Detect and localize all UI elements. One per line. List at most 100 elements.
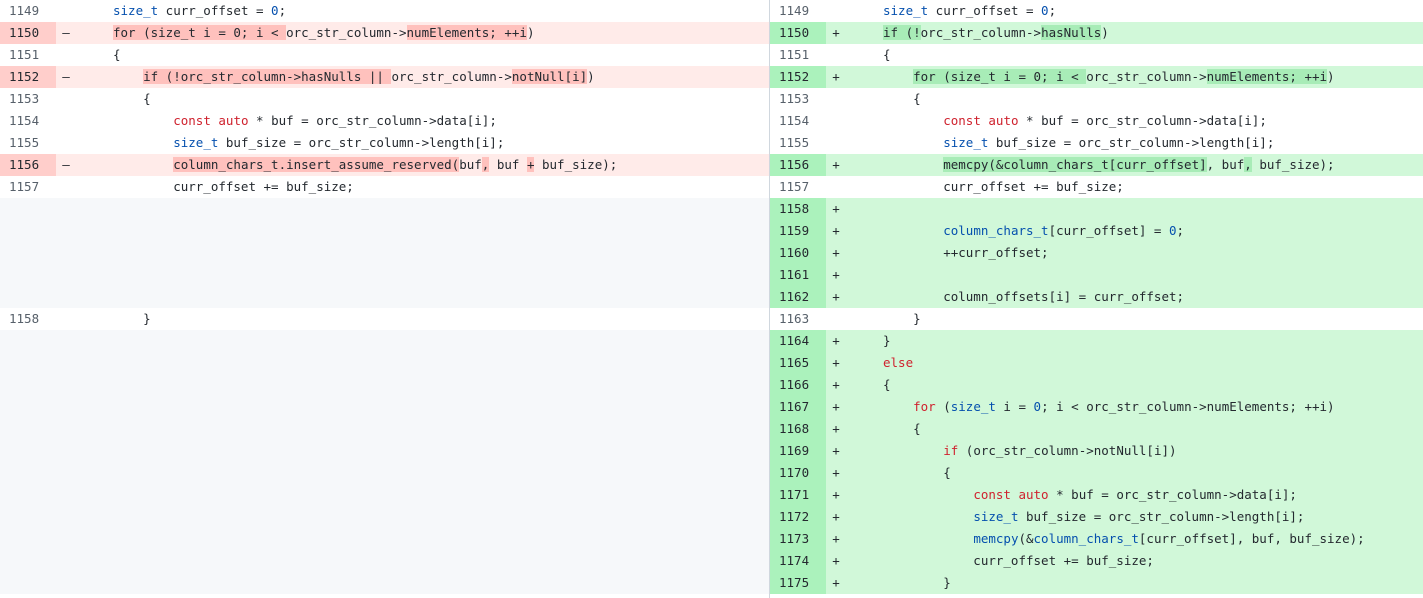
line-number[interactable]: 1165 <box>770 352 826 374</box>
code-token: { <box>113 47 121 62</box>
line-number[interactable]: 1157 <box>0 176 56 198</box>
diff-row: 1161+ <box>770 264 1423 286</box>
line-number[interactable] <box>0 374 56 396</box>
diff-row: 1153 { <box>0 88 769 110</box>
diff-row <box>0 506 769 528</box>
line-number[interactable]: 1149 <box>0 0 56 22</box>
line-number[interactable]: 1170 <box>770 462 826 484</box>
code-token: + <box>526 157 535 172</box>
diff-row <box>0 440 769 462</box>
line-number[interactable]: 1155 <box>770 132 826 154</box>
diff-row <box>0 462 769 484</box>
line-number[interactable]: 1174 <box>770 550 826 572</box>
line-number[interactable] <box>0 484 56 506</box>
line-number[interactable]: 1173 <box>770 528 826 550</box>
line-number[interactable] <box>0 198 56 220</box>
diff-row: 1173+ memcpy(&column_chars_t[curr_offset… <box>770 528 1423 550</box>
line-number[interactable]: 1158 <box>770 198 826 220</box>
diff-row <box>0 418 769 440</box>
line-number[interactable]: 1150 <box>0 22 56 44</box>
code-token: ; <box>278 3 287 18</box>
line-number[interactable]: 1150 <box>770 22 826 44</box>
line-number[interactable] <box>0 330 56 352</box>
diff-row: 1170 + { <box>770 462 1423 484</box>
diff-row: 1154 const auto * buf = orc_str_column->… <box>770 110 1423 132</box>
code-line <box>76 352 769 374</box>
code-token: auto <box>1018 487 1049 502</box>
line-number[interactable] <box>0 440 56 462</box>
line-number[interactable]: 1172 <box>770 506 826 528</box>
diff-row: 1151 { <box>770 44 1423 66</box>
line-number[interactable]: 1168 <box>770 418 826 440</box>
diff-marker: + <box>832 355 840 370</box>
line-number[interactable] <box>0 528 56 550</box>
line-number[interactable]: 1164 <box>770 330 826 352</box>
line-number[interactable]: 1162 <box>770 286 826 308</box>
code-token: orc_str_column-> <box>391 69 512 84</box>
diff-marker: + <box>832 465 840 480</box>
line-number[interactable] <box>0 462 56 484</box>
code-token: column_chars_t.insert_assume_reserved( <box>173 157 460 172</box>
line-number[interactable]: 1158 <box>0 308 56 330</box>
line-number[interactable]: 1159 <box>770 220 826 242</box>
code-token: ) <box>1101 25 1109 40</box>
line-number[interactable]: 1149 <box>770 0 826 22</box>
line-number[interactable]: 1156 <box>770 154 826 176</box>
line-number[interactable] <box>0 286 56 308</box>
line-number[interactable]: 1157 <box>770 176 826 198</box>
line-number[interactable] <box>0 242 56 264</box>
code-line <box>76 330 769 352</box>
code-line: size_t curr_offset = 0; <box>846 0 1423 22</box>
line-number[interactable] <box>0 550 56 572</box>
code-token: for (size_t i = 0; i < <box>913 69 1087 84</box>
code-token: { <box>883 47 891 62</box>
line-number[interactable]: 1151 <box>770 44 826 66</box>
line-number[interactable]: 1156 <box>0 154 56 176</box>
line-number[interactable] <box>0 352 56 374</box>
line-number[interactable]: 1161 <box>770 264 826 286</box>
diff-row: 1171+ const auto * buf = orc_str_column-… <box>770 484 1423 506</box>
code-token: { <box>883 465 951 480</box>
diff-row <box>0 572 769 594</box>
line-number[interactable]: 1153 <box>770 88 826 110</box>
line-number[interactable]: 1155 <box>0 132 56 154</box>
code-token: notNull[i] <box>511 69 588 84</box>
diff-marker <box>56 242 76 264</box>
diff-marker <box>56 440 76 462</box>
line-number[interactable]: 1169 <box>770 440 826 462</box>
code-token <box>883 531 973 546</box>
line-number[interactable]: 1154 <box>0 110 56 132</box>
line-number[interactable]: 1163 <box>770 308 826 330</box>
line-number[interactable] <box>0 418 56 440</box>
diff-marker <box>56 330 76 352</box>
diff-marker <box>56 374 76 396</box>
code-token: * buf = orc_str_column->data[i]; <box>248 113 497 128</box>
line-number[interactable] <box>0 572 56 594</box>
line-number[interactable]: 1160 <box>770 242 826 264</box>
line-number[interactable]: 1166 <box>770 374 826 396</box>
line-number[interactable]: 1152 <box>770 66 826 88</box>
line-number[interactable] <box>0 396 56 418</box>
line-number[interactable]: 1175 <box>770 572 826 594</box>
diff-marker: + <box>832 333 840 348</box>
code-token: hasNulls <box>1041 25 1102 40</box>
diff-marker: + <box>832 245 840 260</box>
diff-marker: – <box>62 25 70 40</box>
diff-row: 1153 { <box>770 88 1423 110</box>
line-number[interactable] <box>0 506 56 528</box>
line-number[interactable]: 1153 <box>0 88 56 110</box>
line-number[interactable]: 1171 <box>770 484 826 506</box>
code-line <box>76 418 769 440</box>
code-token: ; i < orc_str_column->numElements; ++i) <box>1041 399 1335 414</box>
diff-row: 1164+} <box>770 330 1423 352</box>
line-number[interactable]: 1152 <box>0 66 56 88</box>
diff-marker: + <box>832 289 840 304</box>
line-number[interactable] <box>0 264 56 286</box>
code-token <box>883 487 973 502</box>
line-number[interactable]: 1154 <box>770 110 826 132</box>
line-number[interactable] <box>0 220 56 242</box>
line-number[interactable]: 1167 <box>770 396 826 418</box>
code-token <box>883 223 943 238</box>
line-number[interactable]: 1151 <box>0 44 56 66</box>
diff-marker: + <box>832 201 840 216</box>
